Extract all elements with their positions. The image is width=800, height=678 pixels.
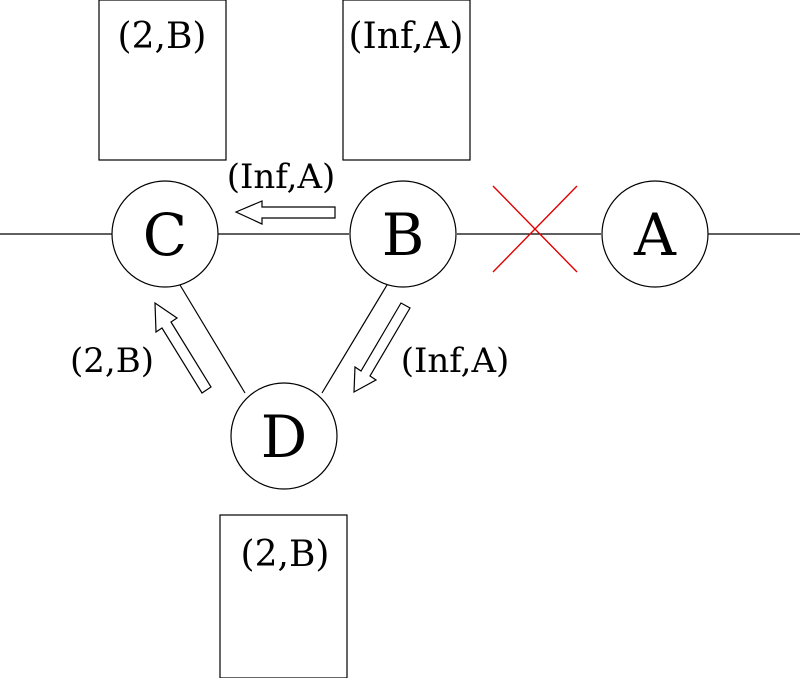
broken-link-cross-icon <box>492 185 578 273</box>
node-b-label: B <box>382 201 425 269</box>
node-b[interactable]: B <box>349 180 457 288</box>
arrow-b-to-d-icon <box>353 302 411 394</box>
link-b-d <box>321 284 388 394</box>
node-a[interactable]: A <box>601 180 709 288</box>
node-c-label: C <box>143 201 187 269</box>
table-box-d: (2,B) <box>219 514 348 678</box>
table-box-c: (2,B) <box>98 0 227 161</box>
link-c-d <box>179 284 246 394</box>
node-c[interactable]: C <box>111 180 219 288</box>
table-box-b: (Inf,A) <box>342 0 471 161</box>
node-a-label: A <box>633 201 677 269</box>
arrow-d-to-c-icon <box>154 301 212 394</box>
table-d-entry: (2,B) <box>241 534 330 575</box>
table-b-entry: (Inf,A) <box>349 16 464 57</box>
table-c-entry: (2,B) <box>118 16 207 57</box>
node-d-label: D <box>261 403 308 471</box>
message-b-to-d: (Inf,A) <box>401 341 510 381</box>
node-d[interactable]: D <box>230 382 338 490</box>
message-d-to-c: (2,B) <box>70 341 154 381</box>
message-b-to-c: (Inf,A) <box>227 157 336 197</box>
arrow-b-to-c-icon <box>234 200 336 225</box>
